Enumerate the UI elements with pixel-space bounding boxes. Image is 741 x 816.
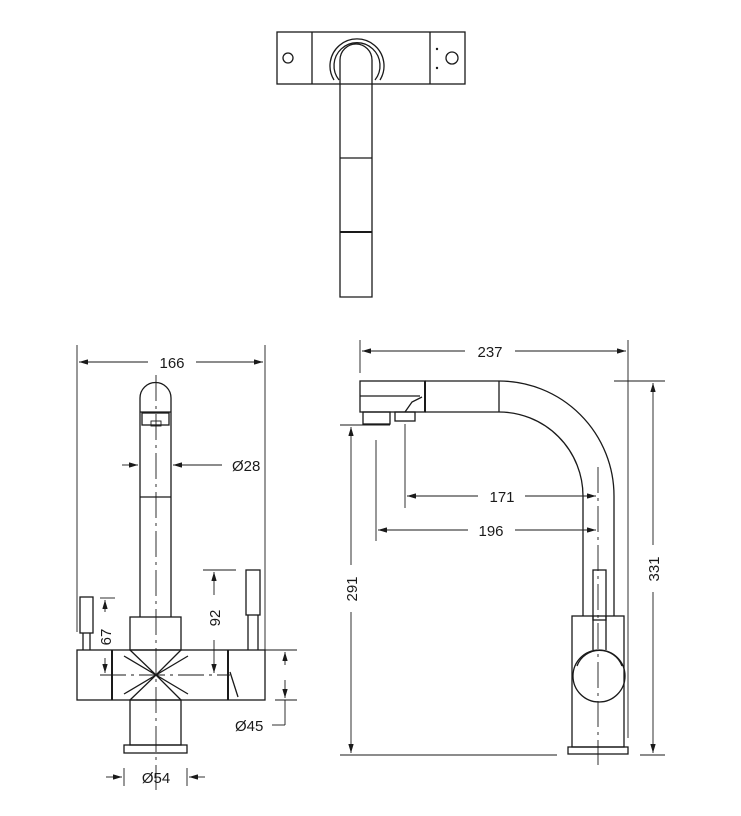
body-lower bbox=[129, 699, 182, 746]
dim-body-diameter: Ø45 bbox=[235, 718, 263, 735]
spout-front bbox=[139, 381, 172, 617]
swivel-ring bbox=[329, 38, 385, 81]
body-chamfer bbox=[229, 671, 239, 698]
dim-outer-reach: 196 bbox=[478, 523, 503, 540]
left-handle bbox=[79, 596, 94, 634]
handle-hub-ring bbox=[576, 649, 623, 667]
spout-side bbox=[425, 380, 615, 616]
side-view: 237 171 196 291 331 bbox=[340, 340, 665, 765]
dim-inner-reach: 171 bbox=[489, 489, 514, 506]
top-view bbox=[276, 31, 466, 298]
dim-handle-height: 92 bbox=[207, 610, 224, 627]
front-view: 166 Ø28 92 67 bbox=[76, 345, 297, 790]
spray-head-chamfer bbox=[404, 396, 423, 413]
side-handle bbox=[592, 569, 607, 621]
body-upper bbox=[129, 616, 182, 651]
dim-overall-reach: 237 bbox=[477, 344, 502, 361]
left-handle-stem bbox=[82, 633, 91, 650]
aerator-outlet-small bbox=[394, 411, 416, 422]
mounting-hole bbox=[445, 51, 459, 65]
indicator-dot bbox=[435, 66, 439, 70]
aerator-outlet bbox=[362, 411, 391, 425]
right-handle bbox=[245, 569, 261, 616]
indicator-dot bbox=[435, 47, 439, 51]
dim-overall-height: 331 bbox=[646, 556, 663, 581]
dim-left-handle-height: 67 bbox=[98, 629, 115, 646]
mounting-plate bbox=[276, 31, 466, 85]
dim-spout-diameter: Ø28 bbox=[232, 458, 260, 475]
side-handle-stem bbox=[592, 616, 607, 650]
right-handle-stem bbox=[247, 615, 259, 650]
spout-top bbox=[339, 43, 373, 298]
dim-outlet-height: 291 bbox=[344, 576, 361, 601]
dim-overall-width: 166 bbox=[159, 355, 184, 372]
base-plate bbox=[123, 744, 188, 754]
swivel-ring-inner bbox=[333, 42, 381, 81]
dim-base-diameter: Ø54 bbox=[142, 770, 170, 787]
aerator-front bbox=[141, 412, 170, 426]
mounting-hole bbox=[282, 52, 294, 64]
